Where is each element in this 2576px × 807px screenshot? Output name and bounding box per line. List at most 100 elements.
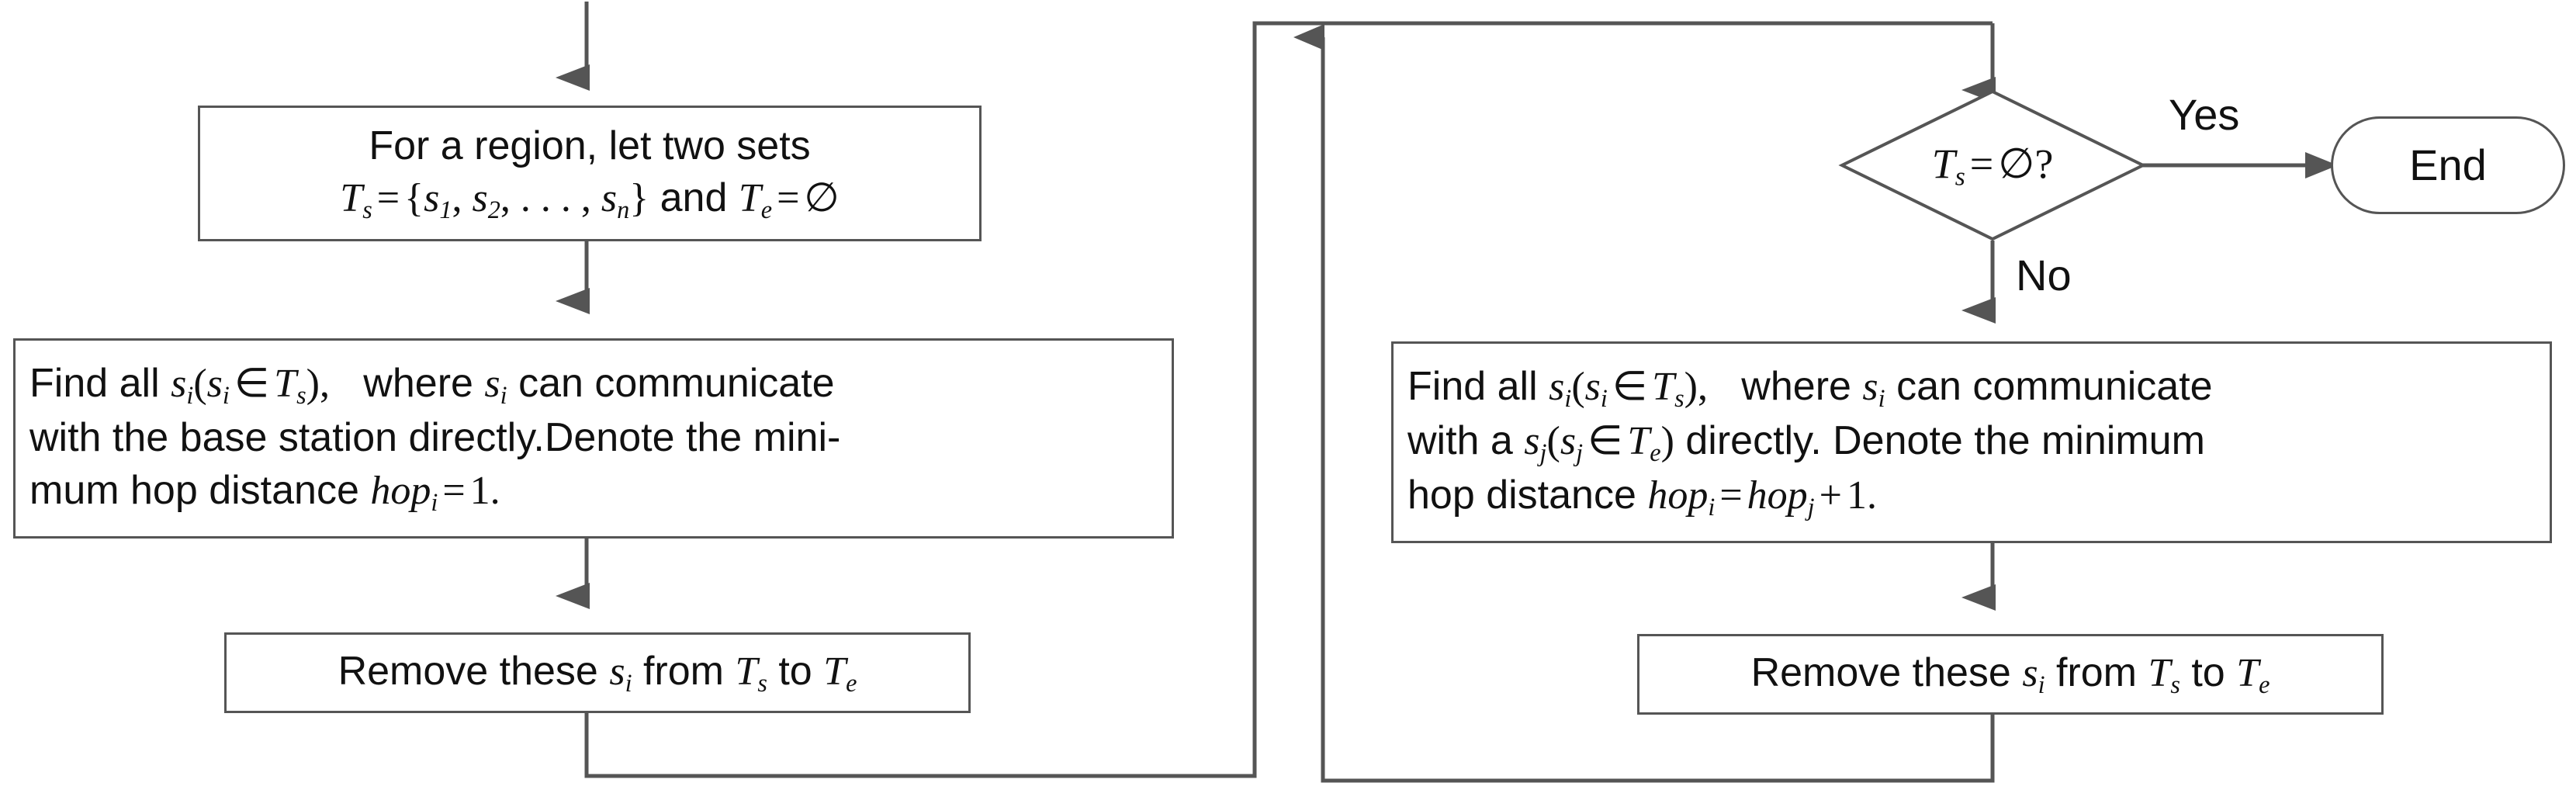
find-one-hop-nodes-box[interactable]: Find all si(si∈Ts), where si can communi… xyxy=(13,338,1174,539)
symbol-si-5: si xyxy=(1549,365,1572,413)
symbol-s2: s2 xyxy=(472,176,500,224)
symbol-lparen-3: ( xyxy=(1546,419,1560,464)
remove-nodes-right-box[interactable]: Remove these si from Ts to Te xyxy=(1637,634,2384,715)
symbol-Ts-4: Ts xyxy=(1931,140,1965,192)
symbol-si-7: si xyxy=(1862,365,1885,413)
symbol-in-2: ∈ xyxy=(1612,365,1648,410)
label-remove-these-2: Remove these xyxy=(1750,650,2011,696)
symbol-Ts-6: Ts xyxy=(2148,651,2180,699)
symbol-hop-j-1: hopj xyxy=(1747,473,1815,521)
symbol-Te-2: Te xyxy=(823,649,857,698)
symbol-rparen-2: ), xyxy=(1684,365,1708,410)
symbol-si-4: si xyxy=(609,649,632,698)
find-multi-hop-line3: hop distance hopi=hopj+1. xyxy=(1407,469,2536,524)
symbol-period-1: . xyxy=(490,468,500,513)
symbol-Ts-2: Ts xyxy=(274,362,306,410)
symbol-equals-1: = xyxy=(376,176,400,221)
symbol-one-1: 1 xyxy=(469,468,490,513)
initialize-sets-text: For a region, let two sets Ts={s1, s2, .… xyxy=(332,120,847,227)
symbol-sj-1: sj xyxy=(1524,419,1547,467)
label-and: and xyxy=(660,175,728,221)
is-ts-empty-text: Ts=∅? xyxy=(1924,137,2062,194)
end-terminator-node[interactable]: End xyxy=(2331,116,2565,214)
symbol-lbrace: { xyxy=(404,176,424,221)
symbol-dots: . . . xyxy=(520,176,581,221)
initialize-sets-line1: For a region, let two sets xyxy=(369,123,811,168)
symbol-si-3: si xyxy=(484,362,507,410)
find-one-hop-line3: mum hop distance hopi=1. xyxy=(29,465,1158,519)
label-where-1: where xyxy=(363,361,473,407)
symbol-si-8: si xyxy=(2022,651,2045,699)
decision-no-label: No xyxy=(2016,251,2072,300)
find-multi-hop-nodes-box[interactable]: Find all si(si∈Ts), where si can communi… xyxy=(1391,341,2552,543)
symbol-emptyset-2: ∅ xyxy=(1998,140,2035,188)
symbol-s1: s1 xyxy=(424,176,452,224)
symbol-equals-3: = xyxy=(442,468,466,513)
decision-diamond-shape xyxy=(1838,89,2147,241)
symbol-equals-5: = xyxy=(1719,473,1743,518)
label-denote-mini: Denote the mini- xyxy=(544,415,841,461)
symbol-T-e: Te xyxy=(738,176,773,224)
symbol-plus: + xyxy=(1819,473,1842,518)
label-with-a: with a xyxy=(1407,418,1513,464)
label-mum-hop-distance: mum hop distance xyxy=(29,467,359,513)
label-to-2: to xyxy=(2191,650,2225,696)
label-find-all-2: Find all xyxy=(1407,364,1538,410)
is-ts-empty-decision[interactable]: Ts=∅? xyxy=(1842,92,2143,239)
label-to-1: to xyxy=(778,649,812,694)
initialize-sets-line2: Ts={s1, s2, . . . , sn} and Te=∅ xyxy=(340,172,839,227)
symbol-comma-2: , xyxy=(500,176,521,221)
symbol-si-2: si xyxy=(206,362,230,410)
label-directly: directly. xyxy=(1685,418,1822,464)
label-remove-these-1: Remove these xyxy=(338,649,598,694)
symbol-Ts-5: Ts xyxy=(1652,365,1684,413)
symbol-T-s: Ts xyxy=(340,176,372,224)
find-multi-hop-line1: Find all si(si∈Ts), where si can communi… xyxy=(1407,361,2536,415)
symbol-Te-3: Te xyxy=(1627,419,1661,467)
symbol-emptyset-1: ∅ xyxy=(804,176,840,221)
find-one-hop-line2: with the base station directly.Denote th… xyxy=(29,412,1158,465)
symbol-comma-1: , xyxy=(452,176,473,221)
wire-right-loop-back xyxy=(1321,47,1995,783)
find-multi-hop-line2: with a sj(sj∈Te) directly. Denote the mi… xyxy=(1407,415,2536,469)
symbol-comma-3: , xyxy=(580,176,601,221)
remove-nodes-left-text: Remove these si from Ts to Te xyxy=(331,646,865,700)
symbol-lparen-1: ( xyxy=(193,362,207,407)
end-terminator-label: End xyxy=(2409,140,2487,189)
symbol-rbrace: } xyxy=(629,176,649,221)
symbol-si-1: si xyxy=(171,362,194,410)
find-multi-hop-text: Find all si(si∈Ts), where si can communi… xyxy=(1394,361,2550,524)
find-one-hop-text: Find all si(si∈Ts), where si can communi… xyxy=(16,358,1172,518)
symbol-question: ? xyxy=(2034,140,2054,188)
initialize-sets-box[interactable]: For a region, let two sets Ts={s1, s2, .… xyxy=(198,106,982,241)
label-can-communicate-2: can communicate xyxy=(1896,364,2213,410)
symbol-period-2: . xyxy=(1866,473,1877,518)
symbol-equals-4: = xyxy=(1969,140,1994,188)
symbol-equals-2: = xyxy=(777,176,800,221)
label-from-2: from xyxy=(2055,650,2137,696)
symbol-sj-2: sj xyxy=(1560,419,1584,467)
symbol-Te-4: Te xyxy=(2236,651,2270,699)
label-from-1: from xyxy=(642,649,724,694)
label-can-communicate-1: can communicate xyxy=(518,361,835,407)
remove-nodes-left-box[interactable]: Remove these si from Ts to Te xyxy=(224,632,971,713)
symbol-si-6: si xyxy=(1584,365,1608,413)
find-one-hop-line1: Find all si(si∈Ts), where si can communi… xyxy=(29,358,1158,412)
symbol-in-3: ∈ xyxy=(1587,419,1623,464)
symbol-in-1: ∈ xyxy=(234,362,270,407)
symbol-rparen-3: ) xyxy=(1660,419,1674,464)
label-denote-minimum: Denote the minimum xyxy=(1833,418,2205,464)
symbol-rparen-1: ), xyxy=(306,362,330,407)
symbol-lparen-2: ( xyxy=(1571,365,1585,410)
symbol-hop-i-1: hopi xyxy=(370,468,438,516)
label-where-2: where xyxy=(1741,364,1851,410)
symbol-one-2: 1 xyxy=(1846,473,1867,518)
symbol-Ts-3: Ts xyxy=(735,649,767,698)
symbol-hop-i-2: hopi xyxy=(1647,473,1716,521)
label-with-base-station: with the base station directly. xyxy=(29,415,545,461)
wire-left-loop-to-decision xyxy=(584,21,1993,778)
symbol-sn: sn xyxy=(601,176,630,224)
remove-nodes-right-text: Remove these si from Ts to Te xyxy=(1743,647,2278,701)
